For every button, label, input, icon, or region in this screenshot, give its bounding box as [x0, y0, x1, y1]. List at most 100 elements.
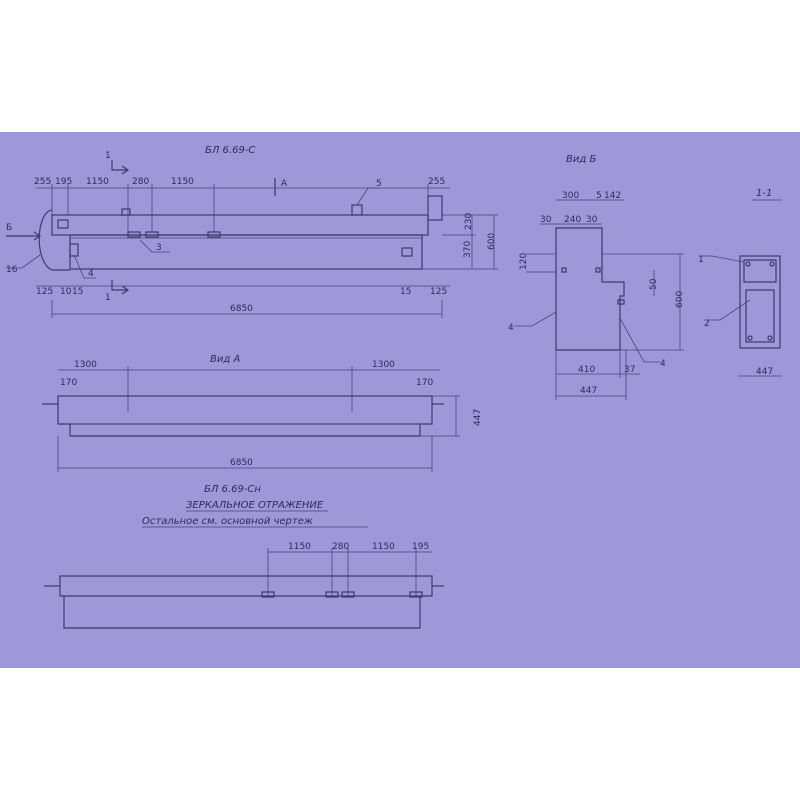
view-b-callout-left: 4 [508, 323, 514, 333]
view-a-dim-1: 1300 [372, 360, 395, 370]
view-b-bottom-dim-1: 37 [624, 365, 635, 375]
callout-4-leader [73, 254, 96, 279]
section-mark-bottom-label: 1 [105, 293, 111, 303]
mirror-embed-3 [341, 591, 355, 598]
view-b-bottom-dim-0: 410 [578, 365, 595, 375]
main-beam-left-end [38, 209, 70, 271]
sheet-background [0, 132, 800, 668]
section-callout-1-leader [700, 255, 745, 263]
main-bottom-dim-1: 10 [60, 287, 72, 297]
main-view-title: БЛ 6.69-С [205, 145, 255, 156]
view-b-callout-right-leader [619, 317, 660, 363]
main-bottom-dim-0: 125 [36, 287, 53, 297]
section-top-cell [743, 259, 777, 283]
main-embed-5 [207, 231, 221, 238]
main-right-dim-1: 370 [463, 241, 473, 258]
view-b-right-dim-0: 50 [649, 278, 659, 290]
main-top-dim-0: 255 [34, 177, 51, 187]
section-1-1-title: 1-1 [756, 188, 772, 199]
section-rebar-1 [745, 261, 751, 267]
view-b-embed-3 [617, 299, 625, 305]
mirror-embed-2 [325, 591, 339, 598]
main-top-dim-1: 195 [55, 177, 72, 187]
view-b-arrow-label: Б [6, 223, 12, 233]
callout-4: 4 [88, 269, 94, 279]
main-top-dim-5: 255 [428, 177, 445, 187]
mirror-dim-3: 195 [412, 542, 429, 552]
section-width: 447 [756, 367, 773, 377]
mirror-dim-2: 1150 [372, 542, 395, 552]
view-b-total-width: 447 [580, 386, 597, 396]
view-b-outline [555, 227, 625, 351]
mirror-view-title: БЛ 6.69-Сн [204, 484, 261, 495]
view-b-callout-left-leader [514, 311, 557, 327]
callout-5-leader [356, 187, 378, 206]
main-right-dim-0: 230 [464, 213, 474, 230]
view-b-second-dim-2: 30 [586, 215, 598, 225]
view-b-top-dim-0: 300 [562, 191, 579, 201]
main-view: БЛ 6.69-С 1 1 А Б 255 195 1150 280 1150 … [6, 145, 498, 318]
main-top-dim-3: 280 [132, 177, 149, 187]
main-top-dim-2: 1150 [86, 177, 109, 187]
mirror-dim-0: 1150 [288, 542, 311, 552]
section-callout-2: 2 [704, 319, 710, 329]
main-total-length: 6850 [230, 304, 253, 314]
view-b-embed-2 [595, 267, 601, 273]
section-bottom-cell [745, 289, 775, 343]
view-a-total-length: 6850 [230, 458, 253, 468]
callout-3-leader [139, 239, 170, 253]
mirror-view-note: Остальное см. основной чертеж [142, 516, 313, 527]
main-top-dim-4: 1150 [171, 177, 194, 187]
main-right-dim-2: 600 [487, 233, 497, 250]
view-a-dim-2: 170 [60, 378, 77, 388]
mirror-view: БЛ 6.69-Сн ЗЕРКАЛЬНОЕ ОТРАЖЕНИЕ Остально… [44, 484, 444, 629]
section-mark-top-label: 1 [105, 151, 111, 161]
view-b-embed-1 [561, 267, 567, 273]
section-1-1: 1-1 1 2 447 [698, 188, 782, 377]
main-right-plate [401, 247, 413, 257]
mirror-dim-1: 280 [332, 542, 349, 552]
view-a-dim-0: 1300 [74, 360, 97, 370]
main-right-block [427, 195, 443, 221]
main-embed-3 [127, 231, 141, 238]
callout-3: 3 [156, 243, 162, 253]
view-a-title: Вид А [210, 354, 240, 365]
view-b-top-dim-2: 142 [604, 191, 621, 201]
mirror-beam-body [63, 596, 421, 629]
view-b-right-dim-1: 600 [675, 291, 685, 308]
main-bottom-dim-3: 15 [400, 287, 411, 297]
view-b-top-dim-1: 5 [596, 191, 602, 201]
callout-16-leader [6, 254, 41, 269]
main-bottom-dim-4: 125 [430, 287, 447, 297]
main-embed-4 [145, 231, 159, 238]
mirror-view-subtitle: ЗЕРКАЛЬНОЕ ОТРАЖЕНИЕ [186, 500, 324, 511]
view-b-second-dim-0: 30 [540, 215, 552, 225]
view-a-dim-3: 170 [416, 378, 433, 388]
section-callout-2-leader [708, 299, 751, 321]
mirror-beam-top [59, 575, 433, 597]
main-bottom-dim-2: 15 [72, 287, 83, 297]
main-embed-1 [121, 208, 131, 216]
section-outer [739, 255, 781, 349]
view-b-second-dim-1: 240 [564, 215, 581, 225]
view-b-arrow [6, 231, 42, 241]
mirror-embed-4 [409, 591, 423, 598]
view-b-callout-right: 4 [660, 359, 666, 369]
view-a: Вид А 1300 1300 170 170 447 6850 [42, 354, 483, 472]
section-rebar-3 [747, 335, 753, 341]
view-a-arrow-label: А [281, 179, 288, 189]
main-left-insert [57, 219, 69, 229]
section-rebar-2 [769, 261, 775, 267]
view-a-height: 447 [473, 409, 483, 426]
view-b-left-dim: 120 [519, 253, 529, 270]
callout-5: 5 [376, 179, 382, 189]
section-callout-1: 1 [698, 255, 704, 265]
section-mark-top [111, 160, 130, 175]
mirror-embed-1 [261, 591, 275, 598]
section-mark-bottom [111, 280, 130, 295]
callout-16: 16 [6, 265, 18, 275]
view-b: Вид Б 300 5 142 30 240 30 120 50 600 4 4… [508, 154, 685, 400]
view-b-title: Вид Б [566, 154, 596, 165]
section-rebar-4 [767, 335, 773, 341]
